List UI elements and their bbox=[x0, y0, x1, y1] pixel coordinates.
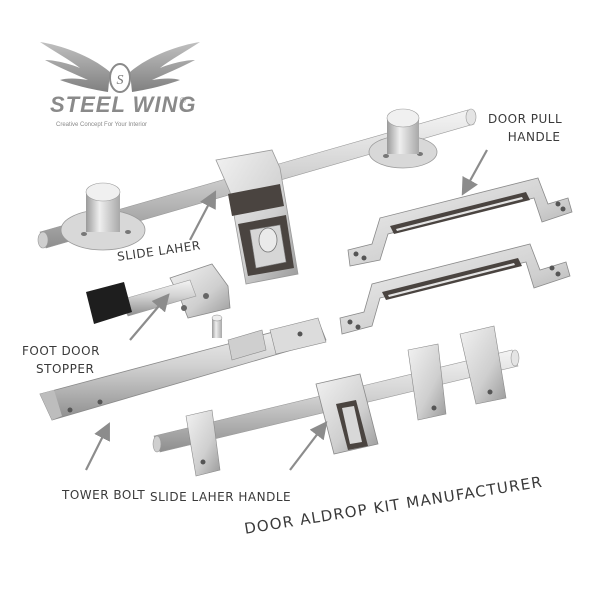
label-tower-bolt: TOWER BOLT bbox=[62, 488, 146, 502]
annotation-arrows bbox=[85, 149, 488, 471]
arrow-foot-door-stopper bbox=[129, 293, 170, 341]
label-door-pull-line1: DOOR PULL bbox=[488, 112, 563, 126]
label-slide-laher-handle: SLIDE LAHER HANDLE bbox=[150, 490, 292, 504]
tower-bolt bbox=[39, 314, 327, 421]
brand-tagline: Creative Concept For Your Interior bbox=[56, 122, 148, 128]
door-pull-handle-top bbox=[347, 177, 573, 267]
label-foot-door-stopper: FOOT DOOR STOPPER bbox=[22, 342, 100, 378]
arrow-door-pull-handle bbox=[461, 149, 488, 196]
slide-laher-handle bbox=[152, 325, 520, 477]
foot-door-stopper bbox=[86, 263, 231, 324]
label-foot-door-line2: STOPPER bbox=[36, 362, 95, 376]
logo-letter: S bbox=[117, 73, 124, 88]
label-door-pull-line2: HANDLE bbox=[507, 130, 561, 144]
arrow-slide-laher bbox=[189, 190, 217, 241]
arrow-tower-bolt bbox=[85, 422, 110, 471]
label-foot-door-line1: FOOT DOOR bbox=[22, 344, 100, 358]
arrow-slide-laher-handle bbox=[289, 421, 328, 471]
brand-name: STEEL WING bbox=[50, 92, 197, 117]
steel-wing-logo: S bbox=[40, 42, 200, 93]
registered-mark: ® bbox=[180, 96, 186, 105]
aldrop-slide-plate bbox=[215, 149, 299, 285]
door-pull-handle-bottom bbox=[339, 243, 571, 335]
label-door-pull-handle: DOOR PULL HANDLE bbox=[488, 110, 562, 146]
